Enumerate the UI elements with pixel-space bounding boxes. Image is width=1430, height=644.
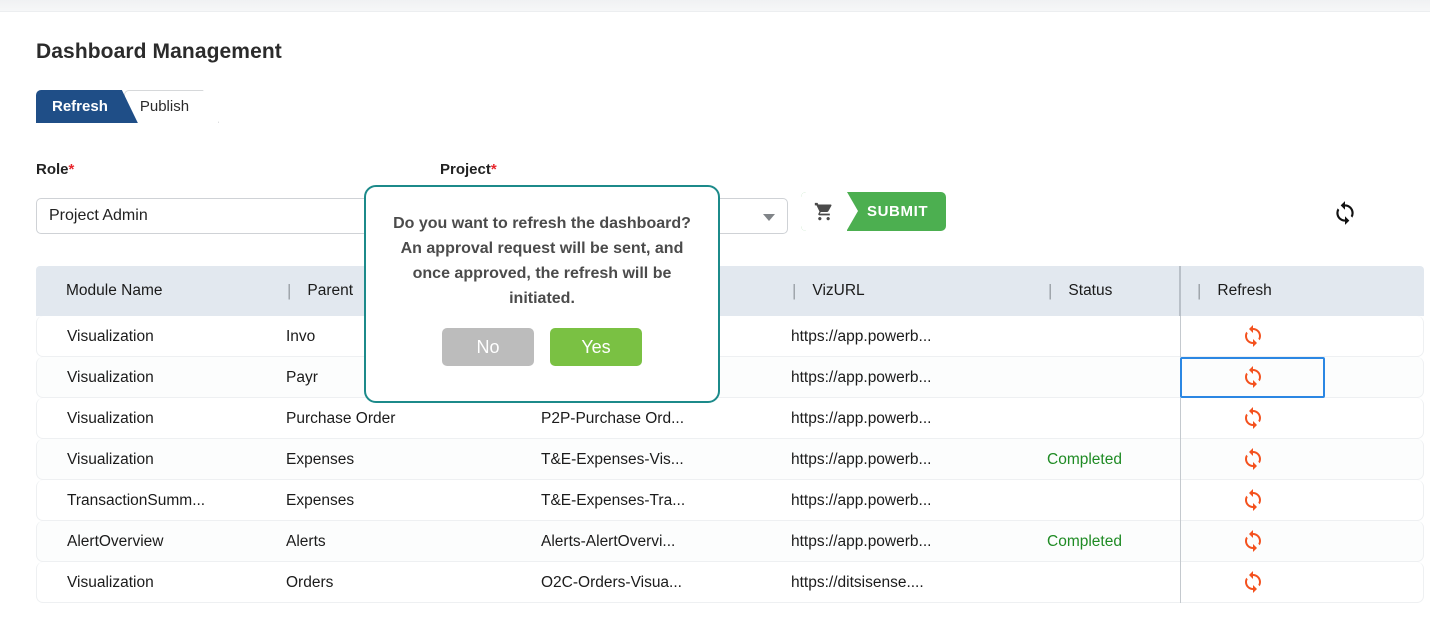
role-required-marker: *: [68, 161, 75, 178]
cell-module-name: TransactionSumm...: [67, 491, 206, 509]
column-header-module-name[interactable]: Module Name: [36, 266, 285, 316]
role-label-text: Role: [36, 161, 69, 178]
column-header-status[interactable]: | Status: [1046, 266, 1179, 316]
cell-vizurl: https://app.powerb...: [791, 327, 932, 345]
row-refresh-icon[interactable]: [1180, 356, 1325, 398]
cell-module-name: Visualization: [67, 327, 154, 345]
role-select[interactable]: Project Admin: [36, 198, 391, 234]
column-header-module-name-label: Module Name: [66, 282, 163, 299]
row-refresh-icon[interactable]: [1180, 561, 1325, 603]
cell-parent: Purchase Order: [286, 409, 396, 427]
column-header-refresh-label: Refresh: [1217, 282, 1272, 299]
cell-module-name: Visualization: [67, 409, 154, 427]
cell-module-name: Visualization: [67, 573, 154, 591]
cell-vizname: P2P-Purchase Ord...: [541, 409, 685, 427]
tab-publish[interactable]: Publish: [124, 90, 219, 123]
cell-module-name: AlertOverview: [67, 532, 164, 550]
confirm-yes-button[interactable]: Yes: [550, 328, 642, 366]
page-title: Dashboard Management: [36, 40, 282, 63]
cell-parent: Alerts: [286, 532, 326, 550]
row-refresh-icon[interactable]: [1180, 397, 1325, 439]
cell-vizurl: https://app.powerb...: [791, 491, 932, 509]
project-required-marker: *: [490, 161, 497, 178]
cell-vizurl: https://app.powerb...: [791, 450, 932, 468]
table-row[interactable]: AlertOverview Alerts Alerts-AlertOvervi...…: [36, 520, 1424, 562]
cell-status: Completed: [1047, 532, 1122, 550]
cell-vizname: T&E-Expenses-Tra...: [541, 491, 686, 509]
window-top-strip: [0, 0, 1430, 12]
dashboard-table: Module Name | Parent | VizName | VizURL …: [36, 266, 1424, 608]
row-refresh-icon[interactable]: [1180, 315, 1325, 357]
column-header-vizurl-label: VizURL: [812, 282, 865, 299]
table-row[interactable]: VisualizationPayrVis...https://app.power…: [36, 356, 1424, 398]
cell-vizurl: https://app.powerb...: [791, 409, 932, 427]
row-refresh-icon[interactable]: [1180, 520, 1325, 562]
tab-refresh[interactable]: Refresh: [36, 90, 138, 123]
table-row[interactable]: Visualization Purchase Order P2P-Purchase …: [36, 397, 1424, 439]
role-select-value: Project Admin: [49, 207, 148, 224]
tab-refresh-label: Refresh: [52, 98, 108, 115]
tab-bar: Refresh Publish: [36, 90, 205, 123]
tab-refresh-background: [36, 90, 138, 123]
column-separator: |: [792, 281, 797, 300]
cell-parent: Expenses: [286, 450, 355, 468]
column-separator: |: [1197, 281, 1202, 300]
column-header-vizurl[interactable]: | VizURL: [790, 266, 1046, 316]
table-header-row: Module Name | Parent | VizName | VizURL …: [36, 266, 1424, 316]
cell-vizurl: https://ditsisense....: [791, 573, 924, 591]
table-row[interactable]: VisualizationInvosu...https://app.powerb…: [36, 315, 1424, 357]
cell-status: Completed: [1047, 450, 1122, 468]
column-header-parent-label: Parent: [307, 282, 354, 299]
submit-button[interactable]: SUBMIT: [801, 192, 947, 231]
cell-module-name: Visualization: [67, 368, 154, 386]
tab-publish-background: [124, 90, 219, 123]
table-row[interactable]: Visualization Expenses T&E-Expenses-Vis...…: [36, 438, 1424, 480]
table-body: VisualizationInvosu...https://app.powerb…: [36, 315, 1424, 603]
row-refresh-icon[interactable]: [1180, 479, 1325, 521]
cell-vizurl: https://app.powerb...: [791, 368, 932, 386]
submit-button-label: SUBMIT: [867, 203, 929, 220]
cell-vizname: T&E-Expenses-Vis...: [541, 450, 684, 468]
tab-publish-label: Publish: [139, 98, 190, 115]
row-refresh-icon[interactable]: [1180, 438, 1325, 480]
refresh-confirm-popover: Do you want to refresh the dashboard? An…: [364, 185, 720, 403]
refresh-confirm-actions: No Yes: [442, 328, 642, 366]
shopping-cart-icon: [801, 192, 858, 231]
refresh-confirm-message: Do you want to refresh the dashboard? An…: [393, 215, 691, 307]
table-row[interactable]: Visualization Orders O2C-Orders-Visua... ht…: [36, 561, 1424, 603]
cell-module-name: Visualization: [67, 450, 154, 468]
cell-parent: Orders: [286, 573, 334, 591]
table-row[interactable]: TransactionSumm... Expenses T&E-Expenses-T…: [36, 479, 1424, 521]
cell-vizname: O2C-Orders-Visua...: [541, 573, 682, 591]
cell-parent: Expenses: [286, 491, 355, 509]
role-label: Role*: [36, 161, 74, 178]
confirm-no-button[interactable]: No: [442, 328, 534, 366]
column-separator: |: [287, 281, 292, 300]
column-header-refresh[interactable]: | Refresh: [1179, 266, 1324, 316]
column-header-status-label: Status: [1068, 282, 1113, 299]
chevron-down-icon: [763, 214, 775, 221]
toolbar-refresh-icon[interactable]: [1332, 200, 1358, 226]
project-label: Project*: [440, 161, 497, 178]
column-separator: |: [1048, 281, 1053, 300]
cell-vizurl: https://app.powerb...: [791, 532, 932, 550]
project-label-text: Project: [440, 161, 491, 178]
column-header-parent[interactable]: | Parent: [285, 266, 540, 316]
cell-vizname: Alerts-AlertOvervi...: [541, 532, 676, 550]
